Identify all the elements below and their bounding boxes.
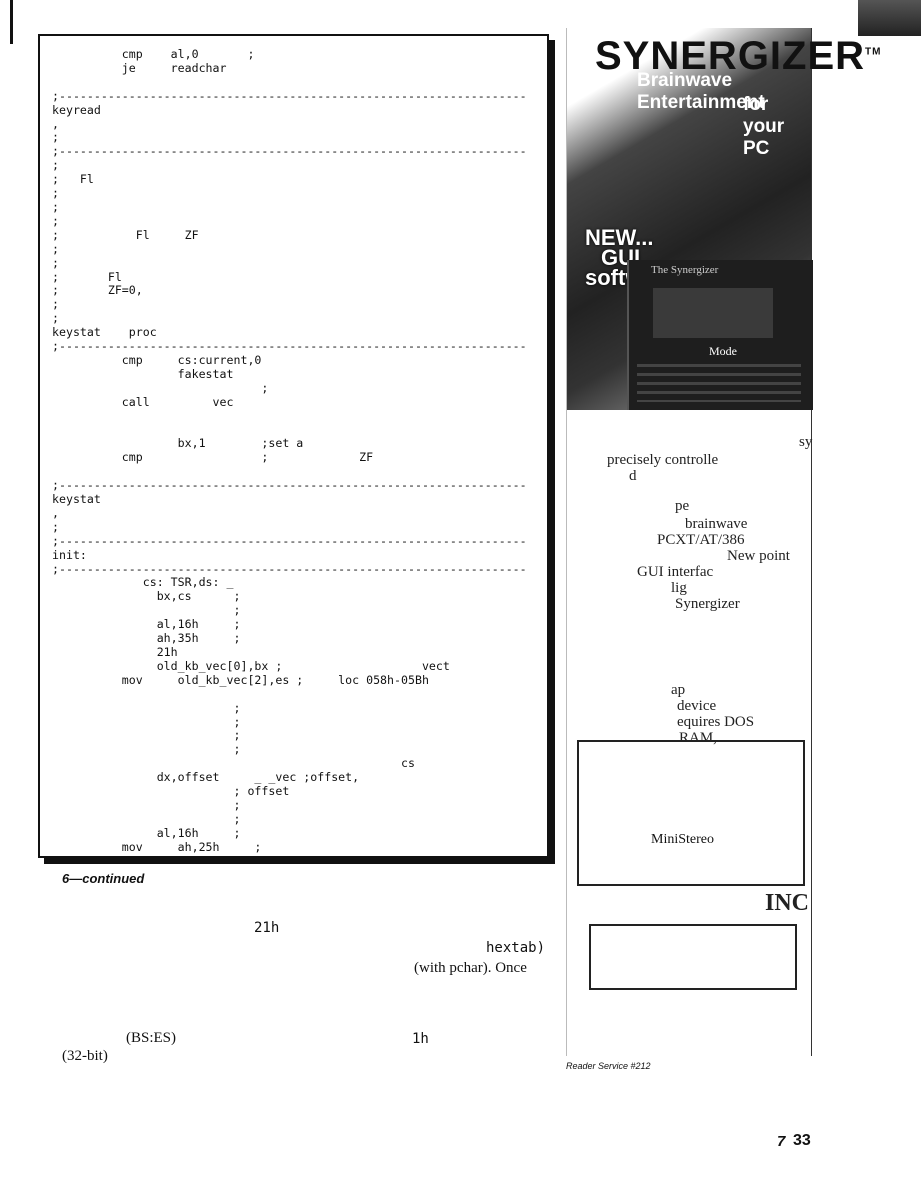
body-fragment-hextab: hextab) <box>486 940 546 956</box>
code-line: mov ah,25h ; <box>52 839 262 854</box>
code-line: ;---------------------------------------… <box>52 88 527 103</box>
code-line: ; <box>52 158 59 173</box>
code-line: ah,35h ; <box>52 631 241 646</box>
ad-text-line: pe <box>675 498 690 514</box>
code-line <box>52 688 527 702</box>
code-line: ; ZF=0, <box>52 283 143 298</box>
scan-corner-artifact <box>858 0 921 36</box>
code-line: old_kb_vec[0],bx ; vect <box>52 658 450 673</box>
ad-subtitle-line2: for your PC <box>743 94 785 159</box>
code-line: bx,1 ;set a <box>52 436 304 451</box>
code-line: ; offset <box>52 784 290 799</box>
code-line: 21h <box>52 644 178 659</box>
code-line <box>52 423 527 437</box>
code-line: cs <box>52 756 415 771</box>
code-line: keystat <box>52 492 101 506</box>
code-line: ; <box>52 728 241 743</box>
code-line: ; <box>52 603 241 618</box>
ad-text-line: RAM, <box>679 730 717 746</box>
ad-contact-box <box>589 924 797 990</box>
ad-text-line: brainwave <box>685 516 748 532</box>
code-line: ; <box>52 742 241 757</box>
body-fragment-bses: (BS:ES) <box>126 1030 177 1046</box>
ad-text-line: sy <box>799 434 813 450</box>
code-line: al,16h ; <box>52 617 241 632</box>
code-line: , <box>52 116 59 131</box>
code-line: ; Fl <box>52 172 94 187</box>
ad-subtitle-line1: Brainwave Entertainment <box>637 70 765 113</box>
ad-text-line: precisely controlle <box>607 452 719 468</box>
page-edge-mark <box>10 0 13 44</box>
code-line: cmp ; ZF <box>52 450 374 465</box>
ad-text-line: device <box>677 698 717 714</box>
code-line <box>52 76 527 90</box>
code-line: ; <box>52 311 59 326</box>
ad-text-line: ap <box>671 682 686 698</box>
ad-text-line: GUI interfac <box>637 564 714 580</box>
listing-caption: 6—continued <box>62 871 145 886</box>
page-number: 33 <box>793 1132 811 1149</box>
ad-text-line: PCXT/AT/386 <box>657 532 745 548</box>
code-line: ;---------------------------------------… <box>52 339 527 354</box>
code-line: cmp al,0 ; <box>52 47 255 61</box>
body-fragment-32bit: (32-bit) <box>62 1048 108 1064</box>
code-line: , <box>52 505 59 520</box>
code-line: cmp cs:current,0 <box>52 352 262 367</box>
code-line: ; <box>52 255 59 270</box>
code-line: ;---------------------------------------… <box>52 144 527 159</box>
synergizer-advertisement: SYNERGIZERTM Brainwave Entertainment for… <box>566 28 880 1056</box>
code-listing-box: cmp al,0 ; je readchar ;----------------… <box>38 34 549 858</box>
code-listing: cmp al,0 ; je readchar ;----------------… <box>52 47 527 856</box>
ad-text-line: lig <box>671 580 687 596</box>
code-line: ; <box>52 797 241 812</box>
code-line: ; <box>52 241 59 256</box>
code-line: ;---------------------------------------… <box>52 478 527 493</box>
ad-text-line: New point <box>727 548 790 564</box>
ad-brand-title: SYNERGIZERTM <box>595 34 882 78</box>
code-line: je readchar <box>52 60 227 75</box>
code-line: call vec <box>52 394 234 409</box>
code-line: al,16h ; <box>52 825 241 840</box>
ad-software-screenshot: The Synergizer Mode <box>627 260 813 410</box>
code-line: ; <box>52 714 241 729</box>
code-line: 21h <box>52 854 527 856</box>
code-line: ; <box>52 700 241 715</box>
code-line: ; <box>52 297 59 312</box>
code-line: ;---------------------------------------… <box>52 533 527 548</box>
ad-company-suffix: INC <box>765 890 810 916</box>
code-line <box>52 410 527 424</box>
code-line: ; <box>52 380 269 395</box>
code-line <box>52 465 527 479</box>
code-line: fakestat <box>52 366 234 381</box>
code-line: cs: TSR,ds: _ <box>52 575 234 590</box>
code-line: ; <box>52 213 59 228</box>
body-fragment-with-pchar: (with pchar). Once <box>414 960 527 976</box>
code-line: mov old_kb_vec[2],es ; loc 058h-05Bh <box>52 672 429 687</box>
ad-text-line: d <box>629 468 637 484</box>
ad-text-line: Synergizer <box>675 596 740 612</box>
code-line: ; <box>52 186 59 201</box>
code-line: ; <box>52 199 59 214</box>
code-line: ;---------------------------------------… <box>52 561 527 576</box>
reader-service-number: Reader Service #212 <box>566 1061 651 1071</box>
code-line: ; Fl <box>52 269 122 284</box>
body-fragment-1h: 1h <box>412 1031 429 1047</box>
code-line: ; <box>52 130 59 145</box>
code-line: ; <box>52 811 241 826</box>
ad-order-box: MiniStereo <box>577 740 805 886</box>
code-line: keyread <box>52 102 101 117</box>
code-line: keystat proc <box>52 325 157 340</box>
code-line: init: <box>52 547 87 562</box>
code-line: ; Fl ZF <box>52 227 199 242</box>
body-fragment-21h: 21h <box>254 920 280 936</box>
page-mark: 7 <box>777 1133 786 1150</box>
code-line: bx,cs ; <box>52 589 241 604</box>
code-line: dx,offset _ _vec ;offset, <box>52 770 360 785</box>
ad-text-line: equires DOS <box>677 714 755 730</box>
code-line: ; <box>52 519 59 534</box>
